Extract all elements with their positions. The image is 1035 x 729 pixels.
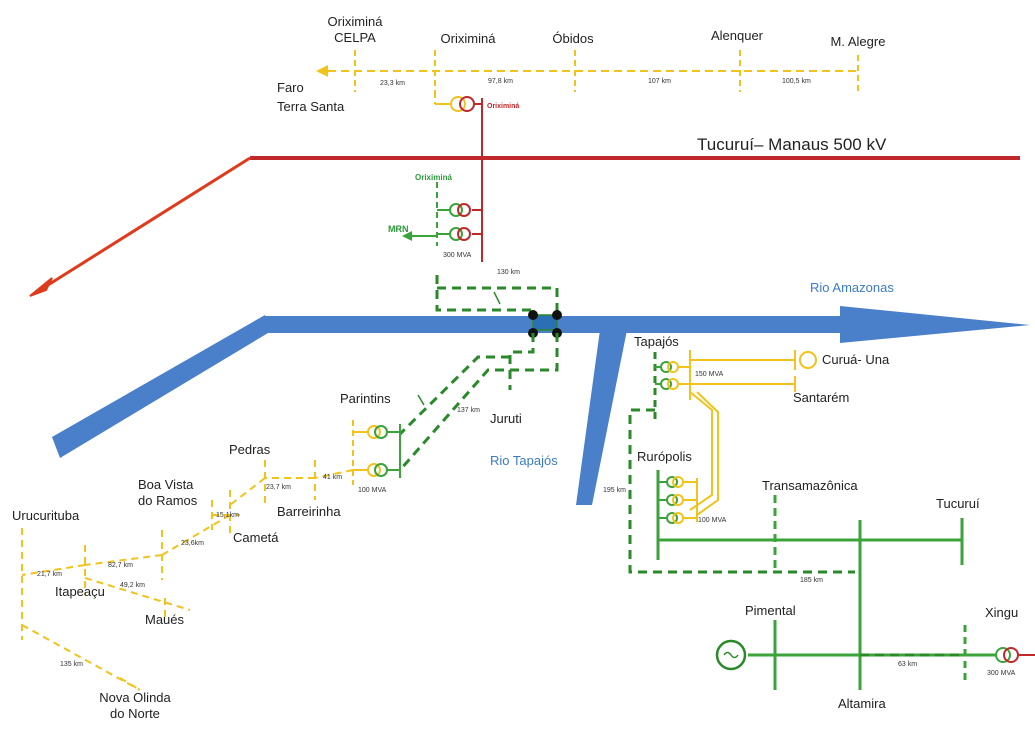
line-500kv-label: Tucuruí– Manaus 500 kV xyxy=(697,135,887,154)
km-82-7-label: 82,7 km xyxy=(108,562,133,569)
km-63-label: 63 km xyxy=(898,661,918,668)
barreirinha-label: Barreirinha xyxy=(277,504,341,519)
mva-300-a-label: 300 MVA xyxy=(443,252,472,259)
green-main-network xyxy=(658,495,995,690)
xingu-label: Xingu xyxy=(985,605,1019,620)
top-yellow-line xyxy=(328,50,859,112)
rio-amazonas-label: Rio Amazonas xyxy=(810,280,894,295)
red-arrow-head xyxy=(29,277,53,297)
oriximina-crossing-line xyxy=(435,275,559,315)
santarem-label: Santarém xyxy=(793,390,850,405)
tapajos-santarem-network xyxy=(653,350,817,516)
transamazonica-label: Transamazônica xyxy=(762,478,858,493)
generator-wave-icon xyxy=(723,651,739,659)
km-100-5-label: 100,5 km xyxy=(782,78,811,85)
mva-100-b-label: 100 MVA xyxy=(698,517,727,524)
curua-una-label: Curuá- Una xyxy=(822,352,890,367)
mrn-arrow-head xyxy=(402,231,412,241)
km-130-label: 130 km xyxy=(497,269,520,276)
obidos-label: Óbidos xyxy=(552,31,594,46)
m-alegre-label: M. Alegre xyxy=(830,34,886,49)
km-195-label: 195 km xyxy=(603,487,626,494)
alenquer-label: Alenquer xyxy=(710,28,764,43)
km-23-6-label: 23,6km xyxy=(181,540,204,547)
west-yellow-network xyxy=(21,460,354,691)
parintins-bus xyxy=(352,420,401,485)
juruti-label: Juruti xyxy=(490,411,522,426)
oriximina-red-label: Oriximiná xyxy=(487,103,520,110)
terra-santa-label: Terra Santa xyxy=(277,99,345,114)
rio-amazonas-river xyxy=(52,306,1030,458)
cameta-label: Cametá xyxy=(233,530,279,545)
km-137-label: 137 km xyxy=(457,407,480,414)
diagonal-red-arrow xyxy=(39,156,251,292)
mva-300-b-label: 300 MVA xyxy=(987,670,1016,677)
km-21-7-label: 21,7 km xyxy=(37,571,62,578)
oriximina-green-label: Oriximiná xyxy=(415,173,452,182)
altamira-label: Altamira xyxy=(838,696,886,711)
km-23-7-label: 23,7 km xyxy=(266,484,291,491)
parintins-label: Parintins xyxy=(340,391,391,406)
km-107-label: 107 km xyxy=(648,78,671,85)
ruropolis-label: Rurópolis xyxy=(637,449,692,464)
xingu-transformer-green xyxy=(995,647,1011,663)
mrn-label: MRN xyxy=(388,224,409,234)
tapajos-label: Tapajós xyxy=(634,334,679,349)
rio-tapajos-label: Rio Tapajós xyxy=(490,453,558,468)
km-49-2-label: 49,2 km xyxy=(120,582,145,589)
tucurui-label: Tucuruí xyxy=(936,496,980,511)
km-23-3-label: 23,3 km xyxy=(380,80,405,87)
km-135-label: 135 km xyxy=(60,661,83,668)
parintins-juruti-line xyxy=(398,333,559,471)
maues-label: Maués xyxy=(145,612,185,627)
km-41-label: 41 km xyxy=(323,474,343,481)
river-crossing-box xyxy=(532,314,558,331)
oriximina-transformer-icon xyxy=(459,96,475,112)
faro-arrow-head xyxy=(316,65,328,77)
faro-label: Faro xyxy=(277,80,304,95)
oriximina-green-bus xyxy=(410,182,471,246)
km-185-label: 185 km xyxy=(800,577,823,584)
oriximina-top-label: Oriximiná xyxy=(440,31,496,46)
urucurituba-label: Urucurituba xyxy=(12,508,80,523)
km-15-1-label: 15,1km xyxy=(216,512,239,519)
rio-tapajos-river xyxy=(576,330,627,505)
ruropolis-bus xyxy=(628,408,855,574)
pimental-label: Pimental xyxy=(745,603,796,618)
km-97-8-label: 97,8 km xyxy=(488,78,513,85)
mva-150-label: 150 MVA xyxy=(695,371,724,378)
mva-100-label: 100 MVA xyxy=(358,487,387,494)
itapeacu-label: Itapeaçu xyxy=(55,584,105,599)
pedras-label: Pedras xyxy=(229,442,271,457)
